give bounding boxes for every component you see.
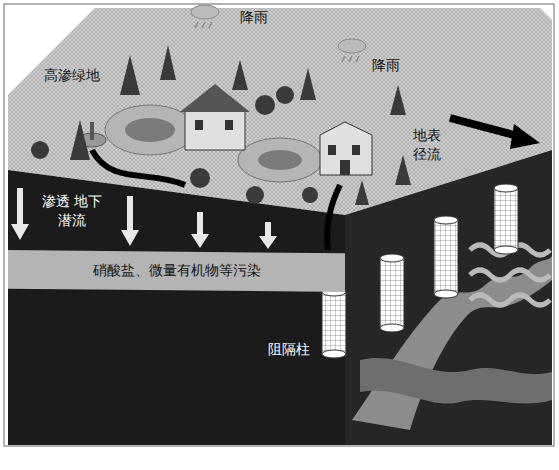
- annotation-label: 降雨: [372, 56, 400, 75]
- pollution-band: 硝酸盐、微量有机物等污染: [8, 250, 345, 292]
- annotation-label: 高渗绿地: [44, 66, 100, 85]
- annotation-label: 地表 径流: [412, 126, 442, 164]
- annotation-label: 阻隔柱: [268, 340, 310, 359]
- band-label: 硝酸盐、微量有机物等污染: [93, 262, 261, 280]
- annotation-label: 渗透 地下潜流: [40, 192, 104, 230]
- annotation-label: 降雨: [240, 8, 268, 27]
